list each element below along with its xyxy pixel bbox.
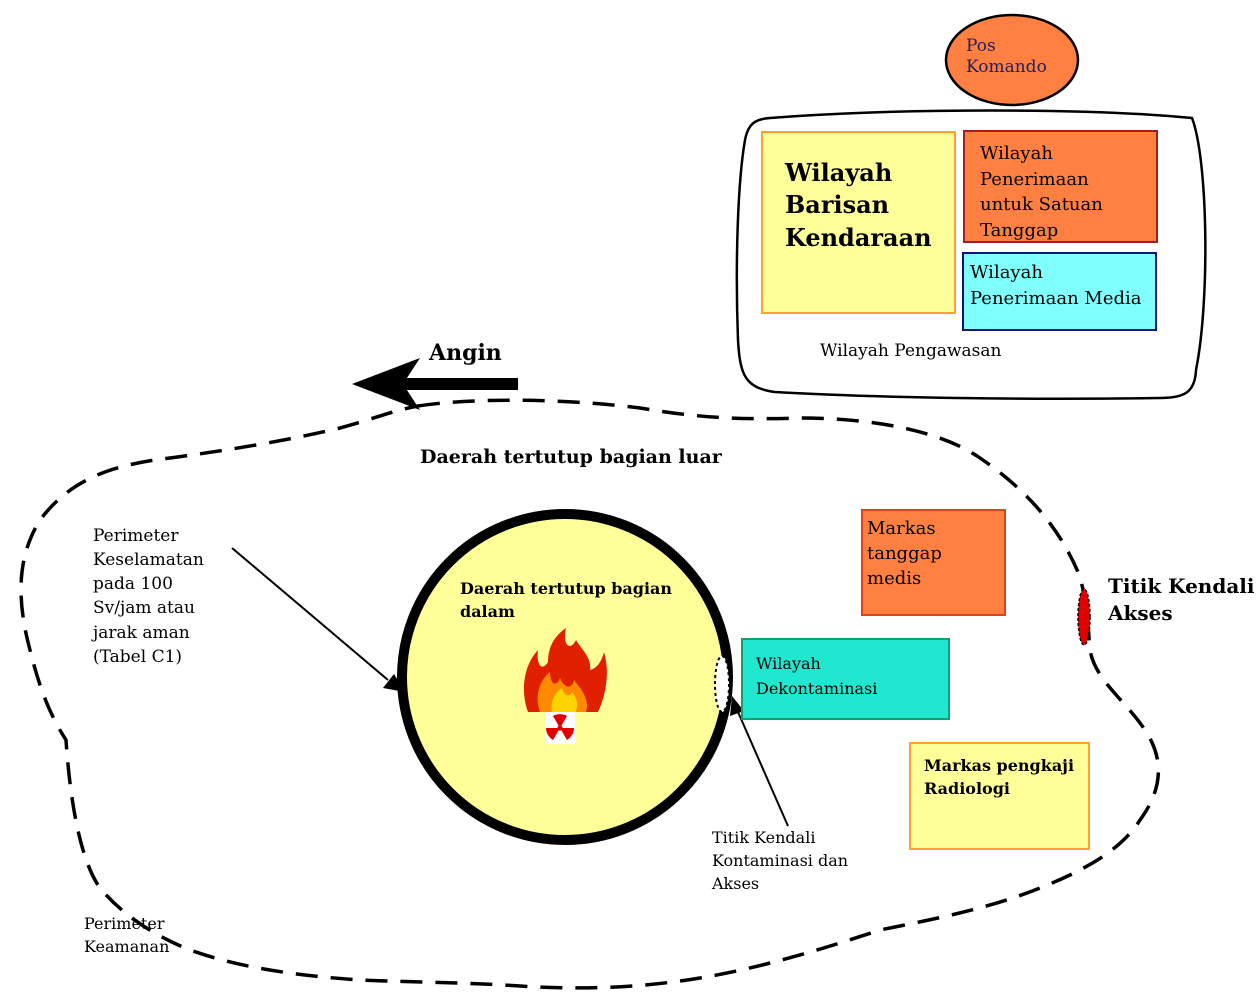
security-perimeter-outline (19, 398, 1161, 990)
responder-reception-box: Wilayah Penerimaan untuk Satuan Tanggap (963, 130, 1158, 243)
contamination-gate-marker (714, 655, 730, 713)
decontamination-area-box: Wilayah Dekontaminasi (741, 638, 950, 720)
safety-perimeter-arrow-icon (231, 547, 405, 692)
command-post-label: Pos Komando (966, 36, 1047, 77)
contamination-control-point-label: Titik Kendali Kontaminasi dan Akses (712, 828, 849, 894)
supervision-area-label: Wilayah Pengawasan (820, 341, 1002, 361)
radiation-symbol-icon (545, 712, 575, 744)
staging-area-label: Wilayah Barisan Kendaraan (785, 158, 932, 252)
access-control-point-label: Titik Kendali Akses (1108, 574, 1255, 625)
inner-zone-label: Daerah tertutup bagian dalam (460, 579, 673, 622)
media-reception-box: Wilayah Penerimaan Media (962, 252, 1157, 331)
radiological-post-box: Markas pengkaji Radiologi (909, 742, 1090, 850)
wind-label: Angin (429, 340, 502, 366)
contamination-control-arrow-icon (730, 696, 789, 827)
radiological-post-label: Markas pengkaji Radiologi (924, 756, 1075, 799)
media-reception-label: Wilayah Penerimaan Media (970, 262, 1142, 309)
access-control-marker (1077, 588, 1091, 646)
command-post-shape (944, 13, 1080, 107)
safety-perimeter-label: Perimeter Keselamatan pada 100 Sv/jam at… (93, 526, 204, 667)
supervision-area-outline (735, 109, 1207, 400)
wind-arrow-icon (352, 358, 518, 410)
responder-reception-label: Wilayah Penerimaan untuk Satuan Tanggap (980, 143, 1103, 241)
outer-zone-label: Daerah tertutup bagian luar (420, 446, 722, 468)
decontamination-area-label: Wilayah Dekontaminasi (756, 654, 878, 698)
staging-area-box: Wilayah Barisan Kendaraan (761, 131, 956, 314)
security-perimeter-label: Perimeter Keamanan (84, 914, 170, 957)
medical-post-box: Markas tanggap medis (861, 509, 1006, 616)
fire-icon (523, 628, 607, 712)
medical-post-label: Markas tanggap medis (867, 518, 942, 590)
